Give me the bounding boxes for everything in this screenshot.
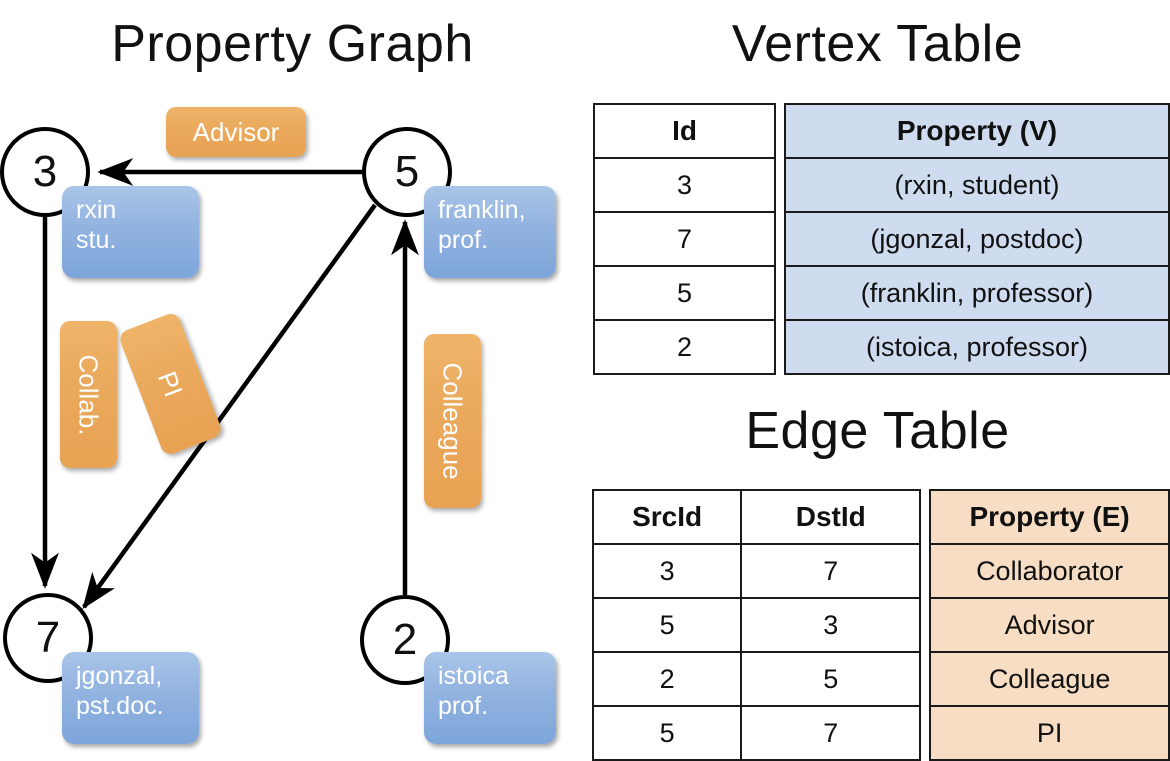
table-row[interactable]: 2 xyxy=(591,651,743,707)
edge-property-cell: Colleague xyxy=(929,651,1170,707)
vertex-table-header-property: Property (V) xyxy=(784,103,1170,159)
edge-srcid-cell: 3 xyxy=(591,543,743,599)
edge-dstid-cell: 5 xyxy=(740,651,922,707)
graph-edges-svg xyxy=(31,158,419,610)
graph-node-2[interactable]: 2 xyxy=(360,595,450,685)
node-property-box-5[interactable]: franklin, prof. xyxy=(424,186,556,278)
vertex-table-id-column: Id 3 7 5 2 xyxy=(592,103,777,375)
edge-property-cell: PI xyxy=(929,705,1170,761)
edge-property-cell: Collaborator xyxy=(929,543,1170,599)
edge-table-srcid-column: SrcId 3 5 2 5 xyxy=(591,489,743,761)
graph-node-7-label: 7 xyxy=(35,613,61,662)
edge-table-header-row: SrcId xyxy=(591,489,743,545)
edge-property-cell: Advisor xyxy=(929,597,1170,653)
vertex-table: Id 3 7 5 2 Property (V) (rxin, student) xyxy=(592,103,1170,375)
vertex-table-property-column: Property (V) (rxin, student) (jgonzal, p… xyxy=(784,103,1170,375)
edge-table: SrcId 3 5 2 5 DstId 7 3 xyxy=(591,489,1170,761)
vertex-table-header-id: Id xyxy=(592,103,777,159)
node-property-box-2[interactable]: istoica prof. xyxy=(424,652,556,744)
edge-srcid-cell: 5 xyxy=(591,597,743,653)
vertex-property-cell: (jgonzal, postdoc) xyxy=(784,211,1170,267)
table-row[interactable]: PI xyxy=(929,705,1170,761)
edge-label-colleague-text: Colleague xyxy=(437,362,468,480)
table-row[interactable]: 5 xyxy=(592,265,777,321)
node-property-box-7[interactable]: jgonzal, pst.doc. xyxy=(62,652,199,744)
table-row[interactable]: Advisor xyxy=(929,597,1170,653)
vertex-property-cell: (istoica, professor) xyxy=(784,319,1170,375)
edge-table-header-row: Property (E) xyxy=(929,489,1170,545)
table-row[interactable]: 3 xyxy=(592,157,777,213)
node-property-2-line1: istoica xyxy=(438,662,509,690)
vertex-id-cell: 5 xyxy=(592,265,777,321)
table-row[interactable]: 7 xyxy=(740,705,922,761)
graph-title: Property Graph xyxy=(111,15,474,73)
vertex-id-cell: 3 xyxy=(592,157,777,213)
vertex-id-cell: 2 xyxy=(592,319,777,375)
edge-label-collab-text: Collab. xyxy=(73,354,104,435)
vertex-property-cell: (rxin, student) xyxy=(784,157,1170,213)
property-graph-panel: Property Graph 3 5 7 2 rxin stu. frankli… xyxy=(0,0,585,760)
vertex-table-title: Vertex Table xyxy=(731,15,1024,73)
vertex-table-header-row: Id xyxy=(592,103,777,159)
edge-table-title: Edge Table xyxy=(745,402,1010,460)
node-property-7-line1: jgonzal, xyxy=(76,662,163,690)
edge-table-dstid-column: DstId 7 3 5 7 xyxy=(740,489,922,761)
edge-label-advisor-text: Advisor xyxy=(192,117,280,147)
table-row[interactable]: 3 xyxy=(740,597,922,653)
table-row[interactable]: 3 xyxy=(591,543,743,599)
table-row[interactable]: (franklin, professor) xyxy=(784,265,1170,321)
table-row[interactable]: (rxin, student) xyxy=(784,157,1170,213)
graph-node-5-label: 5 xyxy=(394,147,420,196)
graph-node-5[interactable]: 5 xyxy=(362,127,452,217)
node-property-2-line2: prof. xyxy=(438,691,489,720)
vertex-property-cell: (franklin, professor) xyxy=(784,265,1170,321)
edge-table-header-row: DstId xyxy=(740,489,922,545)
table-row[interactable]: Colleague xyxy=(929,651,1170,707)
node-property-7-line2: pst.doc. xyxy=(76,691,164,720)
edge-table-header-property: Property (E) xyxy=(929,489,1170,545)
table-row[interactable]: 7 xyxy=(592,211,777,267)
table-row[interactable]: (istoica, professor) xyxy=(784,319,1170,375)
edge-srcid-cell: 2 xyxy=(591,651,743,707)
node-property-3-line1: rxin xyxy=(76,196,117,224)
vertex-table-column-gap xyxy=(776,103,784,375)
table-row[interactable]: (jgonzal, postdoc) xyxy=(784,211,1170,267)
edge-label-collab[interactable]: Collab. xyxy=(60,321,117,468)
node-property-5-line2: prof. xyxy=(438,225,489,254)
edge-table-property-column: Property (E) Collaborator Advisor Collea… xyxy=(929,489,1170,761)
edge-dstid-cell: 7 xyxy=(740,543,922,599)
table-row[interactable]: 5 xyxy=(591,597,743,653)
edge-dstid-cell: 3 xyxy=(740,597,922,653)
edge-table-header-srcid: SrcId xyxy=(591,489,743,545)
table-row[interactable]: 7 xyxy=(740,543,922,599)
edge-table-column-gap xyxy=(921,489,929,761)
vertex-table-header-row: Property (V) xyxy=(784,103,1170,159)
graph-node-2-label: 2 xyxy=(392,615,418,664)
edge-label-pi-text: PI xyxy=(152,367,189,401)
node-property-3-line2: stu. xyxy=(76,225,117,254)
edge-table-header-dstid: DstId xyxy=(740,489,922,545)
edge-dstid-cell: 7 xyxy=(740,705,922,761)
table-row[interactable]: 5 xyxy=(591,705,743,761)
table-row[interactable]: 2 xyxy=(592,319,777,375)
table-row[interactable]: 5 xyxy=(740,651,922,707)
vertex-id-cell: 7 xyxy=(592,211,777,267)
edge-srcid-cell: 5 xyxy=(591,705,743,761)
node-property-box-3[interactable]: rxin stu. xyxy=(62,186,199,278)
table-row[interactable]: Collaborator xyxy=(929,543,1170,599)
edge-label-colleague[interactable]: Colleague xyxy=(424,334,481,508)
node-property-5-line1: franklin, xyxy=(438,196,526,224)
graph-node-3-label: 3 xyxy=(32,147,58,196)
edge-5-7 xyxy=(82,203,377,610)
edge-label-advisor[interactable]: Advisor xyxy=(166,107,306,157)
